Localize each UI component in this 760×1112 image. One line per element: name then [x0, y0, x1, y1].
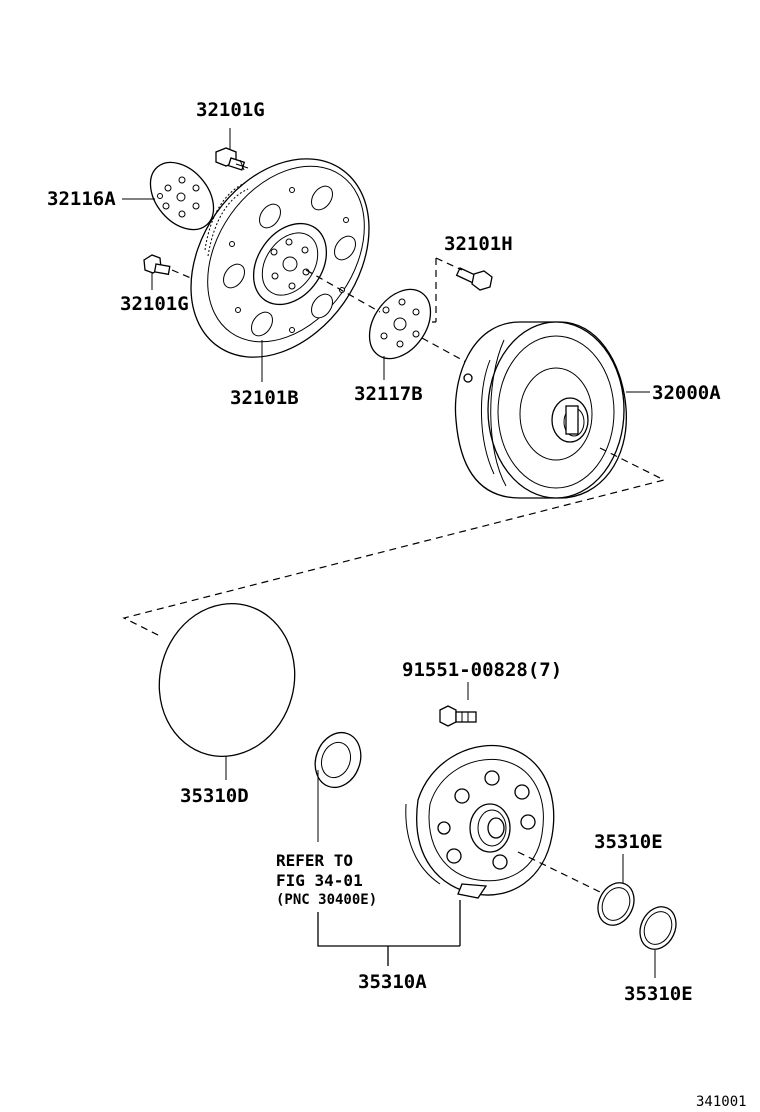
label-torque-converter[interactable]: 32000A — [652, 382, 721, 404]
rear-plate[interactable] — [305, 269, 467, 380]
bolt-top[interactable] — [215, 128, 249, 171]
label-drive-plate[interactable]: 32101B — [230, 387, 299, 409]
pump-label-bracket — [317, 912, 460, 966]
drive-plate[interactable] — [154, 125, 406, 391]
figure-number: 341001 — [696, 1094, 747, 1110]
label-o-ring[interactable]: 35310D — [180, 785, 249, 807]
seal-ring-upper[interactable] — [591, 854, 640, 931]
label-bolt-right[interactable]: 32101H — [444, 233, 513, 255]
label-rear-plate[interactable]: 32117B — [354, 383, 423, 405]
label-seal-ring-lower[interactable]: 35310E — [624, 983, 693, 1005]
label-pump-bolt[interactable]: 91551-00828(7) — [402, 659, 562, 681]
seal-ring-lower[interactable] — [633, 901, 682, 978]
o-ring[interactable] — [142, 588, 311, 780]
refer-note-line2[interactable]: FIG 34-01 — [276, 871, 363, 890]
front-plate[interactable] — [122, 150, 226, 242]
torque-converter[interactable] — [122, 321, 666, 637]
refer-note-line3[interactable]: (PNC 30400E) — [276, 892, 377, 908]
label-front-plate[interactable]: 32116A — [47, 188, 116, 210]
bolt-right[interactable] — [420, 257, 493, 323]
label-bolt-top[interactable]: 32101G — [196, 99, 265, 121]
oil-seal[interactable] — [308, 726, 368, 842]
label-seal-ring-upper[interactable]: 35310E — [594, 831, 663, 853]
pump-bolt[interactable] — [439, 682, 477, 727]
label-bolt-left[interactable]: 32101G — [120, 293, 189, 315]
refer-note-line1[interactable]: REFER TO — [276, 851, 353, 870]
label-oil-pump[interactable]: 35310A — [358, 971, 427, 993]
oil-pump[interactable] — [405, 744, 601, 946]
